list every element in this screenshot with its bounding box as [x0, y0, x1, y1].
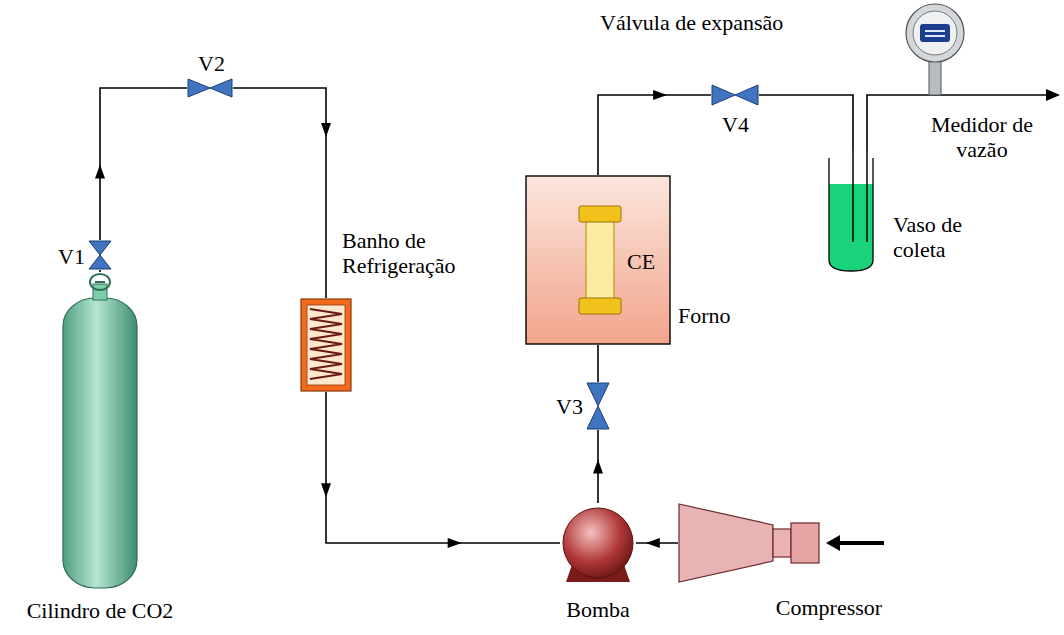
arrow-head: [95, 165, 105, 179]
outlet-pipe: [900, 94, 1050, 96]
part-label: Cilindro de CO2: [0, 598, 200, 623]
arrow-head: [593, 460, 603, 474]
pump: Bomba: [560, 503, 636, 583]
column-body: [586, 215, 614, 305]
bath-housing: [301, 299, 351, 391]
coil-symbol: [310, 309, 342, 379]
part-label: V4: [722, 112, 754, 137]
part-label: Forno: [678, 303, 758, 328]
valve-symbol: [712, 85, 758, 105]
valve-shape: [187, 78, 233, 98]
compressor: Compressor: [678, 503, 823, 583]
pipe-line: [598, 95, 711, 175]
gas-cylinder-shape: [62, 272, 138, 590]
part-label: Compressor: [764, 595, 894, 620]
meter-screen: [920, 24, 950, 42]
pipe-line: [597, 345, 599, 382]
part-label: Bomba: [548, 597, 648, 622]
compressor-shape: [678, 503, 823, 583]
pump-body: [563, 508, 633, 578]
part-label: CE: [627, 249, 663, 274]
meter-digits: [925, 30, 945, 32]
pipe-line: [326, 392, 560, 543]
valve: V4: [711, 84, 759, 106]
valve: V1: [88, 240, 112, 270]
collection-vessel: Vaso de coleta: [825, 150, 877, 272]
inlet-tube: [852, 150, 854, 242]
meter-stem: [929, 58, 941, 95]
part-label: V2: [198, 51, 228, 76]
oven-box: FornoCE: [525, 175, 671, 345]
extraction-column: CE: [578, 205, 622, 315]
pipe-connector: [759, 95, 853, 150]
arrow-head: [653, 90, 667, 100]
cooling-bath: Banho de Refrigeração: [300, 298, 352, 392]
valve: V2: [187, 78, 233, 98]
meter-face: [913, 11, 957, 55]
inlet-arrow: [826, 535, 840, 551]
bath-inner: [307, 305, 345, 385]
part-label: Medidor de vazão: [912, 112, 1052, 163]
column-cap: [579, 298, 621, 314]
meter-head: [906, 4, 964, 62]
gas-cylinder: Cilindro de CO2: [62, 272, 138, 590]
valve-symbol: [89, 241, 111, 269]
outlet-tube: [866, 150, 868, 242]
flow-meter: Medidor de vazão: [900, 0, 970, 100]
valve-shape: [711, 84, 759, 106]
extraction-column-shape: [578, 205, 622, 315]
valve-symbol: [188, 79, 232, 97]
flow-meter-shape: [900, 0, 970, 100]
part-label: V3: [556, 394, 587, 419]
valve-symbol: [587, 383, 609, 429]
cooling-bath-shape: [300, 298, 352, 392]
cylinder-handle: [90, 274, 110, 290]
cylinder-handle: [95, 281, 105, 283]
note-label: Válvula de expansão: [600, 10, 783, 35]
pipe-line: [759, 95, 853, 150]
arrow-head: [448, 538, 462, 548]
pipe-connector: [100, 270, 101, 272]
arrow-head: [321, 483, 331, 497]
arrow-head: [321, 123, 331, 137]
meter-digits: [925, 35, 945, 37]
pipe-connector: [867, 95, 900, 150]
arrow-head: [646, 538, 660, 548]
pipe-connector: [95, 88, 187, 240]
part-label: Banho de Refrigeração: [342, 228, 510, 279]
cylinder-body: [63, 298, 137, 588]
pipe-connector: [321, 392, 560, 548]
outlet-arrow: [1046, 89, 1060, 101]
cylinder-neck: [93, 284, 107, 300]
compressor-shaft: [773, 529, 791, 557]
pipe-connector: [598, 90, 711, 175]
pipe-line: [100, 88, 187, 240]
part-label: Vaso de coleta: [893, 212, 993, 263]
compressor-motor: [791, 523, 819, 563]
valve-shape: [88, 240, 112, 270]
part-label: V1: [58, 244, 89, 269]
pipe-connector: [233, 88, 331, 298]
valve: V3: [586, 382, 610, 430]
pipe-connector: [593, 430, 603, 503]
collection-vessel-shape: [825, 150, 877, 272]
oven-box: [526, 176, 670, 344]
compressor-inlet: [836, 541, 884, 545]
pipe-line: [867, 95, 900, 150]
pipe-connector: [636, 538, 678, 548]
valve-shape: [586, 382, 610, 430]
compressor-body: [679, 504, 773, 582]
pump-shape: [560, 503, 636, 583]
pipe-line: [233, 88, 326, 298]
pipe-connector: [598, 345, 599, 382]
pipe-line: [99, 270, 101, 272]
column-cap: [579, 206, 621, 222]
